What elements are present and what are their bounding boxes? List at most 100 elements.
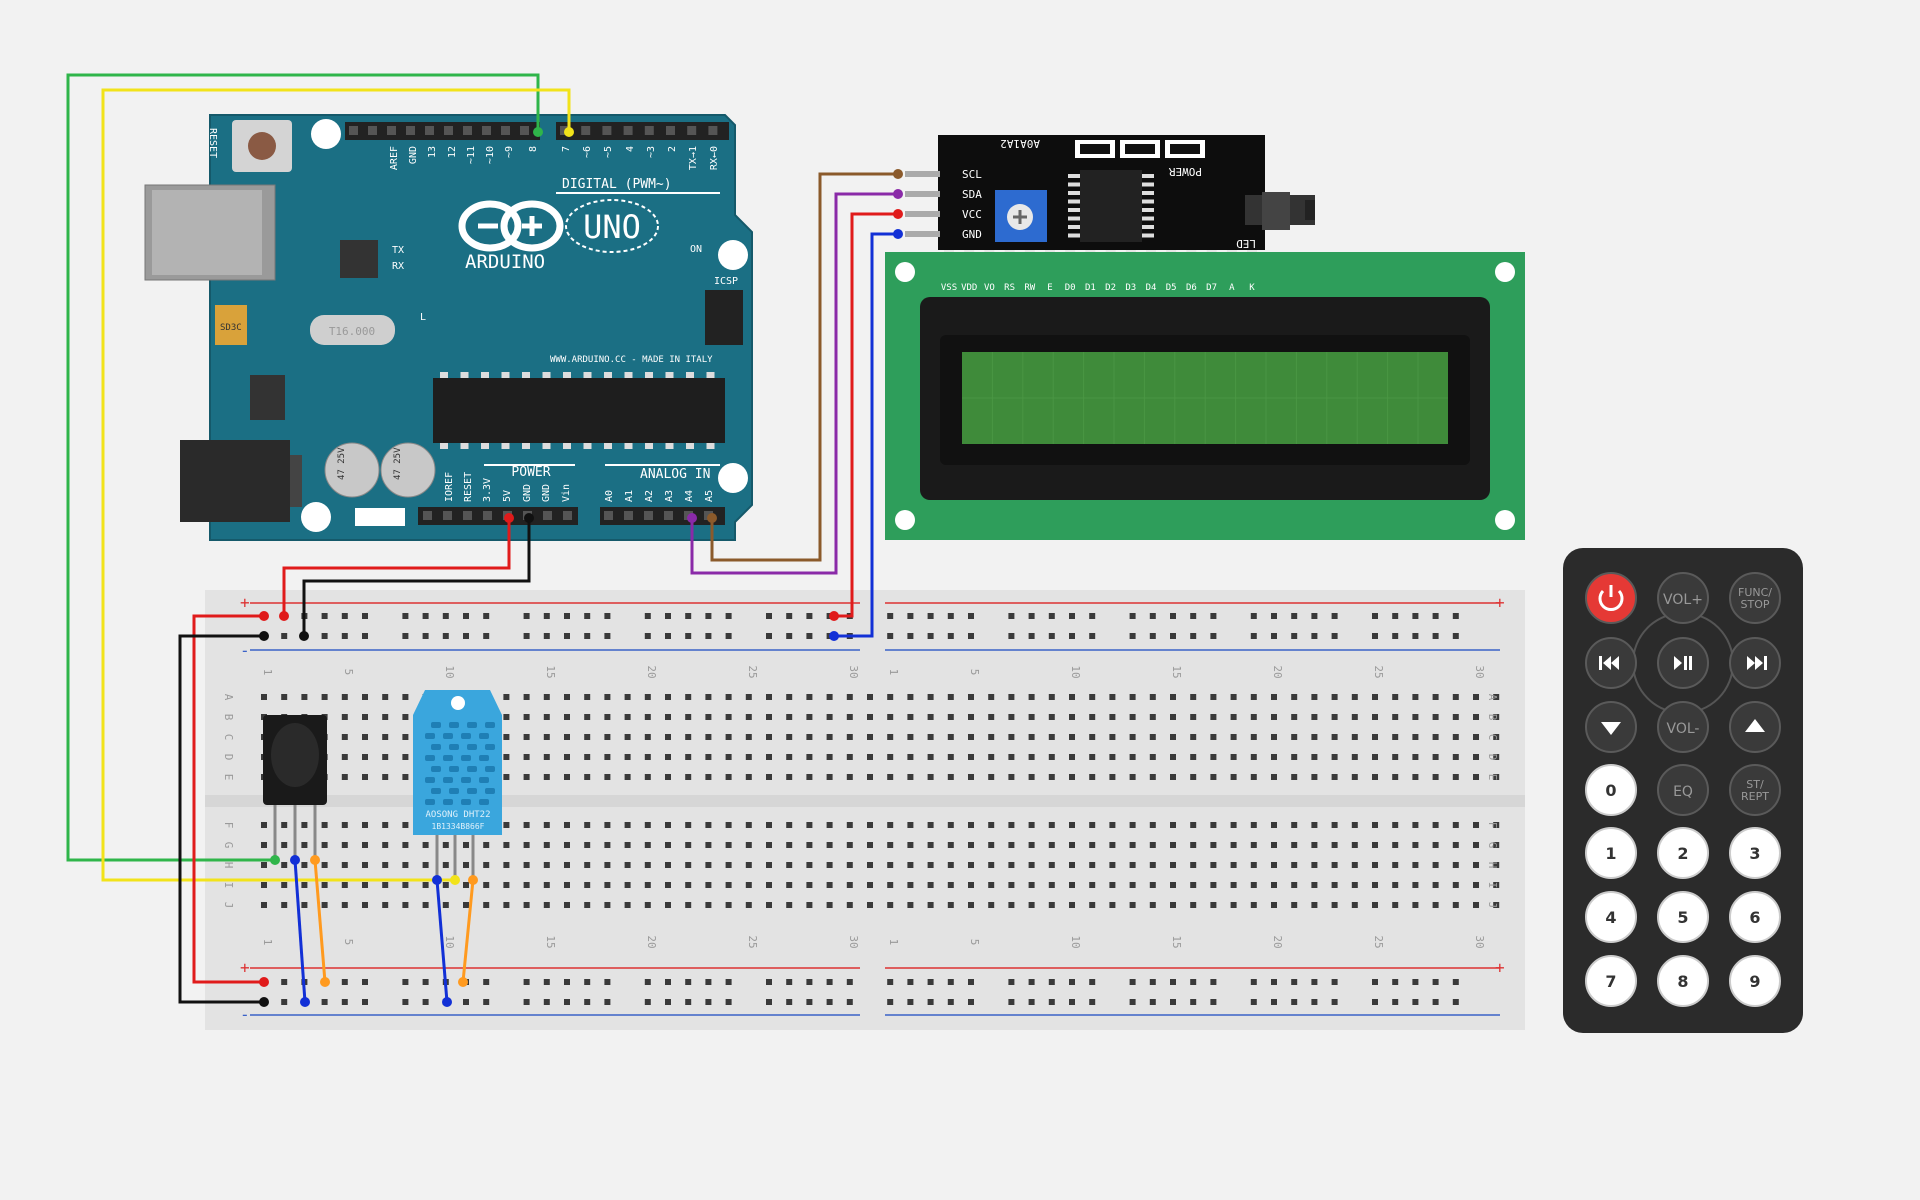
rail-hole[interactable] <box>1210 999 1217 1005</box>
breadboard-hole[interactable] <box>867 842 873 848</box>
breadboard-hole[interactable] <box>867 694 873 700</box>
breadboard-hole[interactable] <box>705 714 712 720</box>
breadboard-hole[interactable] <box>927 822 934 828</box>
breadboard-hole[interactable] <box>483 882 490 888</box>
breadboard-hole[interactable] <box>846 822 853 828</box>
breadboard-hole[interactable] <box>968 694 974 700</box>
rail-hole[interactable] <box>1372 999 1378 1005</box>
rail-hole[interactable] <box>725 999 732 1005</box>
breadboard-hole[interactable] <box>1271 754 1277 760</box>
breadboard-hole[interactable] <box>1069 882 1075 888</box>
breadboard-hole[interactable] <box>644 902 651 908</box>
breadboard-hole[interactable] <box>745 882 752 888</box>
breadboard-hole[interactable] <box>624 754 631 760</box>
breadboard-hole[interactable] <box>786 882 793 888</box>
breadboard-hole[interactable] <box>705 774 712 780</box>
breadboard-hole[interactable] <box>725 774 732 780</box>
breadboard-hole[interactable] <box>483 902 490 908</box>
rail-hole[interactable] <box>1210 633 1217 639</box>
breadboard-hole[interactable] <box>624 902 631 908</box>
breadboard-hole[interactable] <box>341 882 348 888</box>
breadboard-hole[interactable] <box>745 734 752 740</box>
breadboard-hole[interactable] <box>463 842 469 848</box>
breadboard-hole[interactable] <box>1089 842 1096 848</box>
breadboard-hole[interactable] <box>321 694 328 700</box>
breadboard-hole[interactable] <box>644 862 651 868</box>
rail-hole[interactable] <box>523 979 530 985</box>
breadboard-hole[interactable] <box>584 822 591 828</box>
breadboard-hole[interactable] <box>341 862 348 868</box>
breadboard-hole[interactable] <box>968 882 974 888</box>
breadboard-hole[interactable] <box>1311 842 1318 848</box>
breadboard-hole[interactable] <box>1452 734 1459 740</box>
breadboard-hole[interactable] <box>786 774 793 780</box>
breadboard-hole[interactable] <box>382 882 389 888</box>
rail-hole[interactable] <box>725 613 732 619</box>
rail-hole[interactable] <box>1392 613 1399 619</box>
rail-hole[interactable] <box>523 633 530 639</box>
breadboard-hole[interactable] <box>1271 694 1277 700</box>
breadboard-hole[interactable] <box>1230 734 1237 740</box>
breadboard-hole[interactable] <box>362 842 368 848</box>
breadboard-hole[interactable] <box>1109 734 1116 740</box>
wire-end[interactable] <box>829 631 839 641</box>
breadboard-hole[interactable] <box>826 714 833 720</box>
breadboard-hole[interactable] <box>887 714 894 720</box>
breadboard-hole[interactable] <box>422 842 429 848</box>
breadboard-hole[interactable] <box>907 734 914 740</box>
breadboard-hole[interactable] <box>261 842 267 848</box>
breadboard-hole[interactable] <box>745 862 752 868</box>
breadboard-hole[interactable] <box>766 822 772 828</box>
rail-hole[interactable] <box>644 633 651 639</box>
rail-hole[interactable] <box>584 999 591 1005</box>
breadboard-hole[interactable] <box>402 734 409 740</box>
breadboard-hole[interactable] <box>766 694 772 700</box>
breadboard-hole[interactable] <box>1473 714 1479 720</box>
breadboard-hole[interactable] <box>523 862 530 868</box>
rail-hole[interactable] <box>321 613 328 619</box>
rail-hole[interactable] <box>281 979 288 985</box>
breadboard-hole[interactable] <box>341 734 348 740</box>
breadboard-hole[interactable] <box>1170 822 1176 828</box>
rail-hole[interactable] <box>1190 633 1197 639</box>
breadboard-hole[interactable] <box>927 774 934 780</box>
breadboard-hole[interactable] <box>503 734 510 740</box>
breadboard-hole[interactable] <box>321 822 328 828</box>
breadboard-hole[interactable] <box>281 862 288 868</box>
breadboard-hole[interactable] <box>442 902 449 908</box>
breadboard-hole[interactable] <box>1008 822 1015 828</box>
rail-hole[interactable] <box>1452 999 1459 1005</box>
rail-hole[interactable] <box>362 613 368 619</box>
wire-end[interactable] <box>259 611 269 621</box>
breadboard-hole[interactable] <box>604 694 611 700</box>
breadboard-hole[interactable] <box>745 754 752 760</box>
breadboard-hole[interactable] <box>1149 714 1156 720</box>
rail-hole[interactable] <box>1170 999 1176 1005</box>
rail-hole[interactable] <box>341 613 348 619</box>
breadboard-hole[interactable] <box>1250 754 1257 760</box>
breadboard-hole[interactable] <box>1210 862 1217 868</box>
breadboard-hole[interactable] <box>1452 774 1459 780</box>
breadboard-hole[interactable] <box>685 694 692 700</box>
breadboard-hole[interactable] <box>543 734 550 740</box>
breadboard-hole[interactable] <box>766 882 772 888</box>
rail-hole[interactable] <box>1372 613 1378 619</box>
breadboard-hole[interactable] <box>1392 902 1399 908</box>
header-pin[interactable] <box>463 511 472 520</box>
wire-end[interactable] <box>829 611 839 621</box>
breadboard-hole[interactable] <box>725 842 732 848</box>
breadboard-hole[interactable] <box>1331 694 1338 700</box>
breadboard-hole[interactable] <box>1392 774 1399 780</box>
rail-hole[interactable] <box>1089 979 1096 985</box>
rail-hole[interactable] <box>1170 979 1176 985</box>
breadboard-hole[interactable] <box>887 902 894 908</box>
breadboard-hole[interactable] <box>564 862 570 868</box>
wire-end[interactable] <box>893 189 903 199</box>
breadboard-hole[interactable] <box>1230 882 1237 888</box>
breadboard-hole[interactable] <box>1048 902 1055 908</box>
breadboard-hole[interactable] <box>422 902 429 908</box>
breadboard-hole[interactable] <box>867 822 873 828</box>
breadboard-hole[interactable] <box>1109 774 1116 780</box>
breadboard-hole[interactable] <box>1210 734 1217 740</box>
breadboard-hole[interactable] <box>564 822 570 828</box>
